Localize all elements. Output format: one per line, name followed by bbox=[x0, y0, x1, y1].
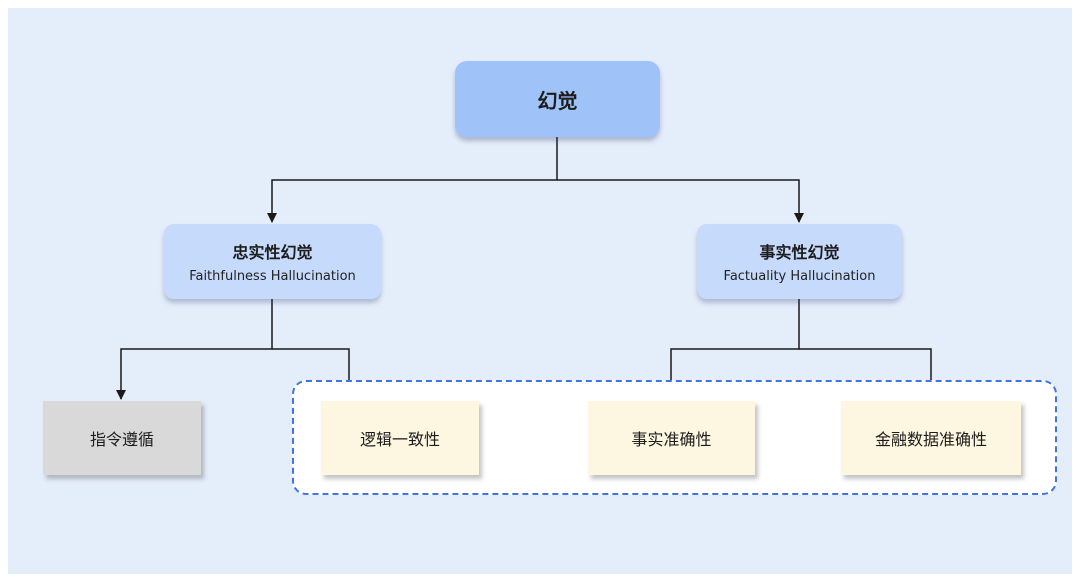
node-instruction-following: 指令遵循 bbox=[43, 401, 201, 475]
node-logical-consistency: 逻辑一致性 bbox=[321, 401, 479, 475]
connector-faithfulness-to-logic bbox=[272, 348, 354, 391]
node-factuality-hallucination: 事实性幻觉 Factuality Hallucination bbox=[697, 224, 902, 299]
node-label: 金融数据准确性 bbox=[874, 430, 987, 449]
node-root-label: 幻觉 bbox=[537, 88, 578, 113]
node-factual-accuracy: 事实准确性 bbox=[588, 401, 755, 475]
connector-root-to-factuality bbox=[557, 179, 804, 223]
connector-faithfulness-to-instruction bbox=[116, 299, 273, 400]
connector-factuality-to-factual bbox=[666, 299, 800, 391]
connector-root-to-faithfulness bbox=[267, 137, 558, 223]
node-root: 幻觉 bbox=[455, 61, 660, 137]
node-sublabel: Faithfulness Hallucination bbox=[189, 269, 356, 284]
connector-factuality-to-financial bbox=[799, 348, 936, 391]
node-label: 逻辑一致性 bbox=[359, 430, 440, 449]
node-faithfulness-hallucination: 忠实性幻觉 Faithfulness Hallucination bbox=[164, 224, 381, 299]
node-label: 事实性幻觉 bbox=[759, 243, 840, 262]
node-financial-data-accuracy: 金融数据准确性 bbox=[841, 401, 1021, 475]
node-label: 忠实性幻觉 bbox=[232, 243, 313, 262]
node-sublabel: Factuality Hallucination bbox=[723, 269, 876, 284]
node-label: 指令遵循 bbox=[89, 430, 154, 449]
node-label: 事实准确性 bbox=[631, 430, 712, 449]
